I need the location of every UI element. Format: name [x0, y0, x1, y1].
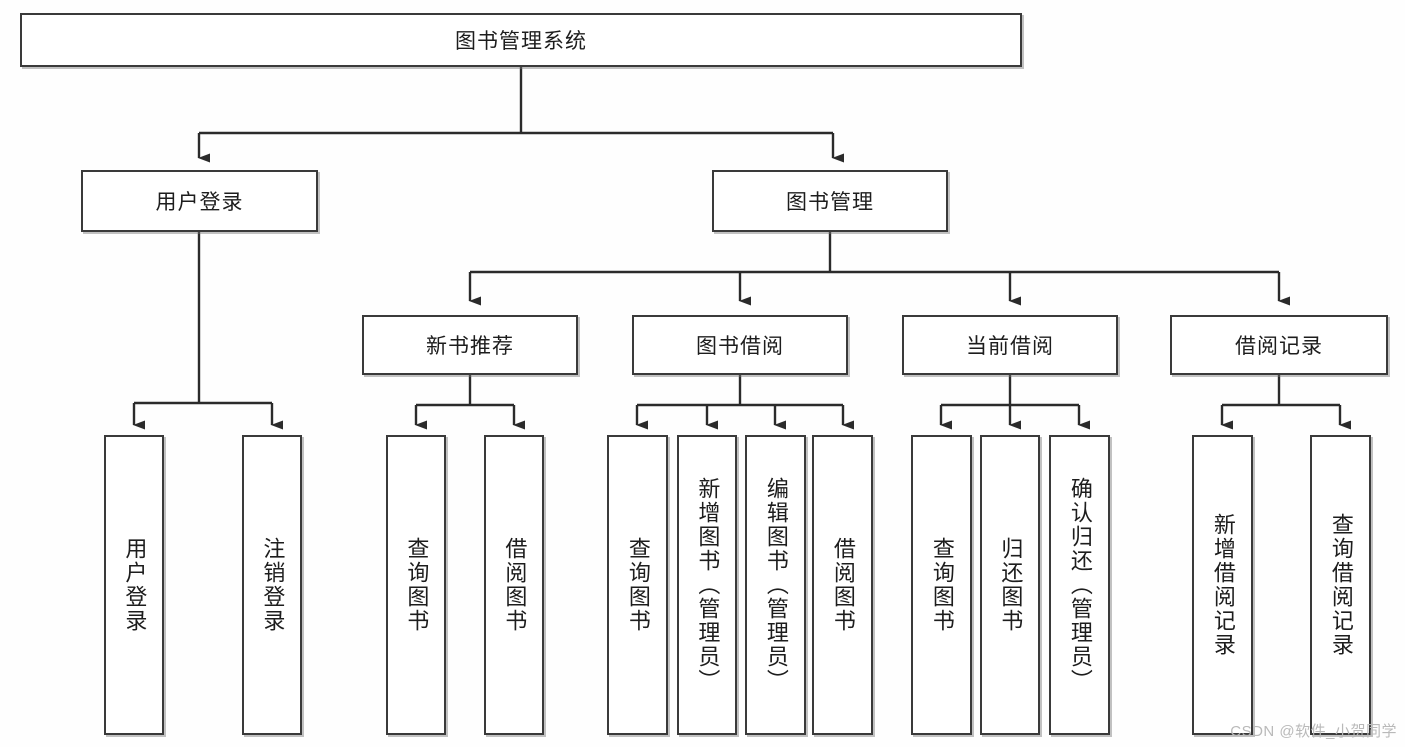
node-label: 编辑图书（管理员） [763, 477, 789, 693]
node-label: 查询图书 [625, 537, 651, 633]
leaf-logout[interactable]: 注销登录 [242, 435, 302, 735]
node-label: 图书管理 [786, 191, 874, 214]
node-book-management[interactable]: 图书管理 [712, 170, 948, 232]
node-label: 查询图书 [404, 537, 430, 633]
node-label: 借阅记录 [1235, 335, 1323, 358]
leaf-record-query-record[interactable]: 查询借阅记录 [1310, 435, 1371, 735]
node-label: 查询借阅记录 [1328, 513, 1354, 657]
leaf-recommend-query-book[interactable]: 查询图书 [386, 435, 446, 735]
node-label: 新书推荐 [426, 335, 514, 358]
leaf-recommend-borrow-book[interactable]: 借阅图书 [484, 435, 544, 735]
node-label: 归还图书 [998, 537, 1024, 633]
node-label: 图书管理系统 [455, 30, 587, 53]
leaf-current-query-book[interactable]: 查询图书 [911, 435, 972, 735]
node-label: 查询图书 [929, 537, 955, 633]
leaf-borrow-add-book[interactable]: 新增图书（管理员） [677, 435, 737, 735]
csdn-watermark: CSDN @软件_小贺同学 [1230, 723, 1397, 740]
leaf-borrow-borrow-book[interactable]: 借阅图书 [812, 435, 873, 735]
node-borrow-record[interactable]: 借阅记录 [1170, 315, 1388, 375]
node-label: 借阅图书 [830, 537, 856, 633]
node-label: 新增借阅记录 [1210, 513, 1236, 657]
node-current-borrow[interactable]: 当前借阅 [902, 315, 1118, 375]
node-label: 确认归还（管理员） [1067, 477, 1093, 693]
node-label: 图书借阅 [696, 335, 784, 358]
node-label: 借阅图书 [502, 537, 528, 633]
node-label: 新增图书（管理员） [695, 477, 721, 693]
node-new-book-recommend[interactable]: 新书推荐 [362, 315, 578, 375]
leaf-current-confirm-return[interactable]: 确认归还（管理员） [1049, 435, 1110, 735]
leaf-record-add-record[interactable]: 新增借阅记录 [1192, 435, 1253, 735]
node-book-borrow[interactable]: 图书借阅 [632, 315, 848, 375]
node-root-system[interactable]: 图书管理系统 [20, 13, 1022, 67]
leaf-user-login[interactable]: 用户登录 [104, 435, 164, 735]
node-label: 注销登录 [260, 537, 286, 633]
leaf-borrow-query-book[interactable]: 查询图书 [607, 435, 668, 735]
node-label: 当前借阅 [966, 335, 1054, 358]
node-label: 用户登录 [155, 191, 244, 214]
node-user-login[interactable]: 用户登录 [81, 170, 318, 232]
leaf-current-return-book[interactable]: 归还图书 [980, 435, 1040, 735]
leaf-borrow-edit-book[interactable]: 编辑图书（管理员） [745, 435, 806, 735]
node-label: 用户登录 [122, 537, 148, 633]
